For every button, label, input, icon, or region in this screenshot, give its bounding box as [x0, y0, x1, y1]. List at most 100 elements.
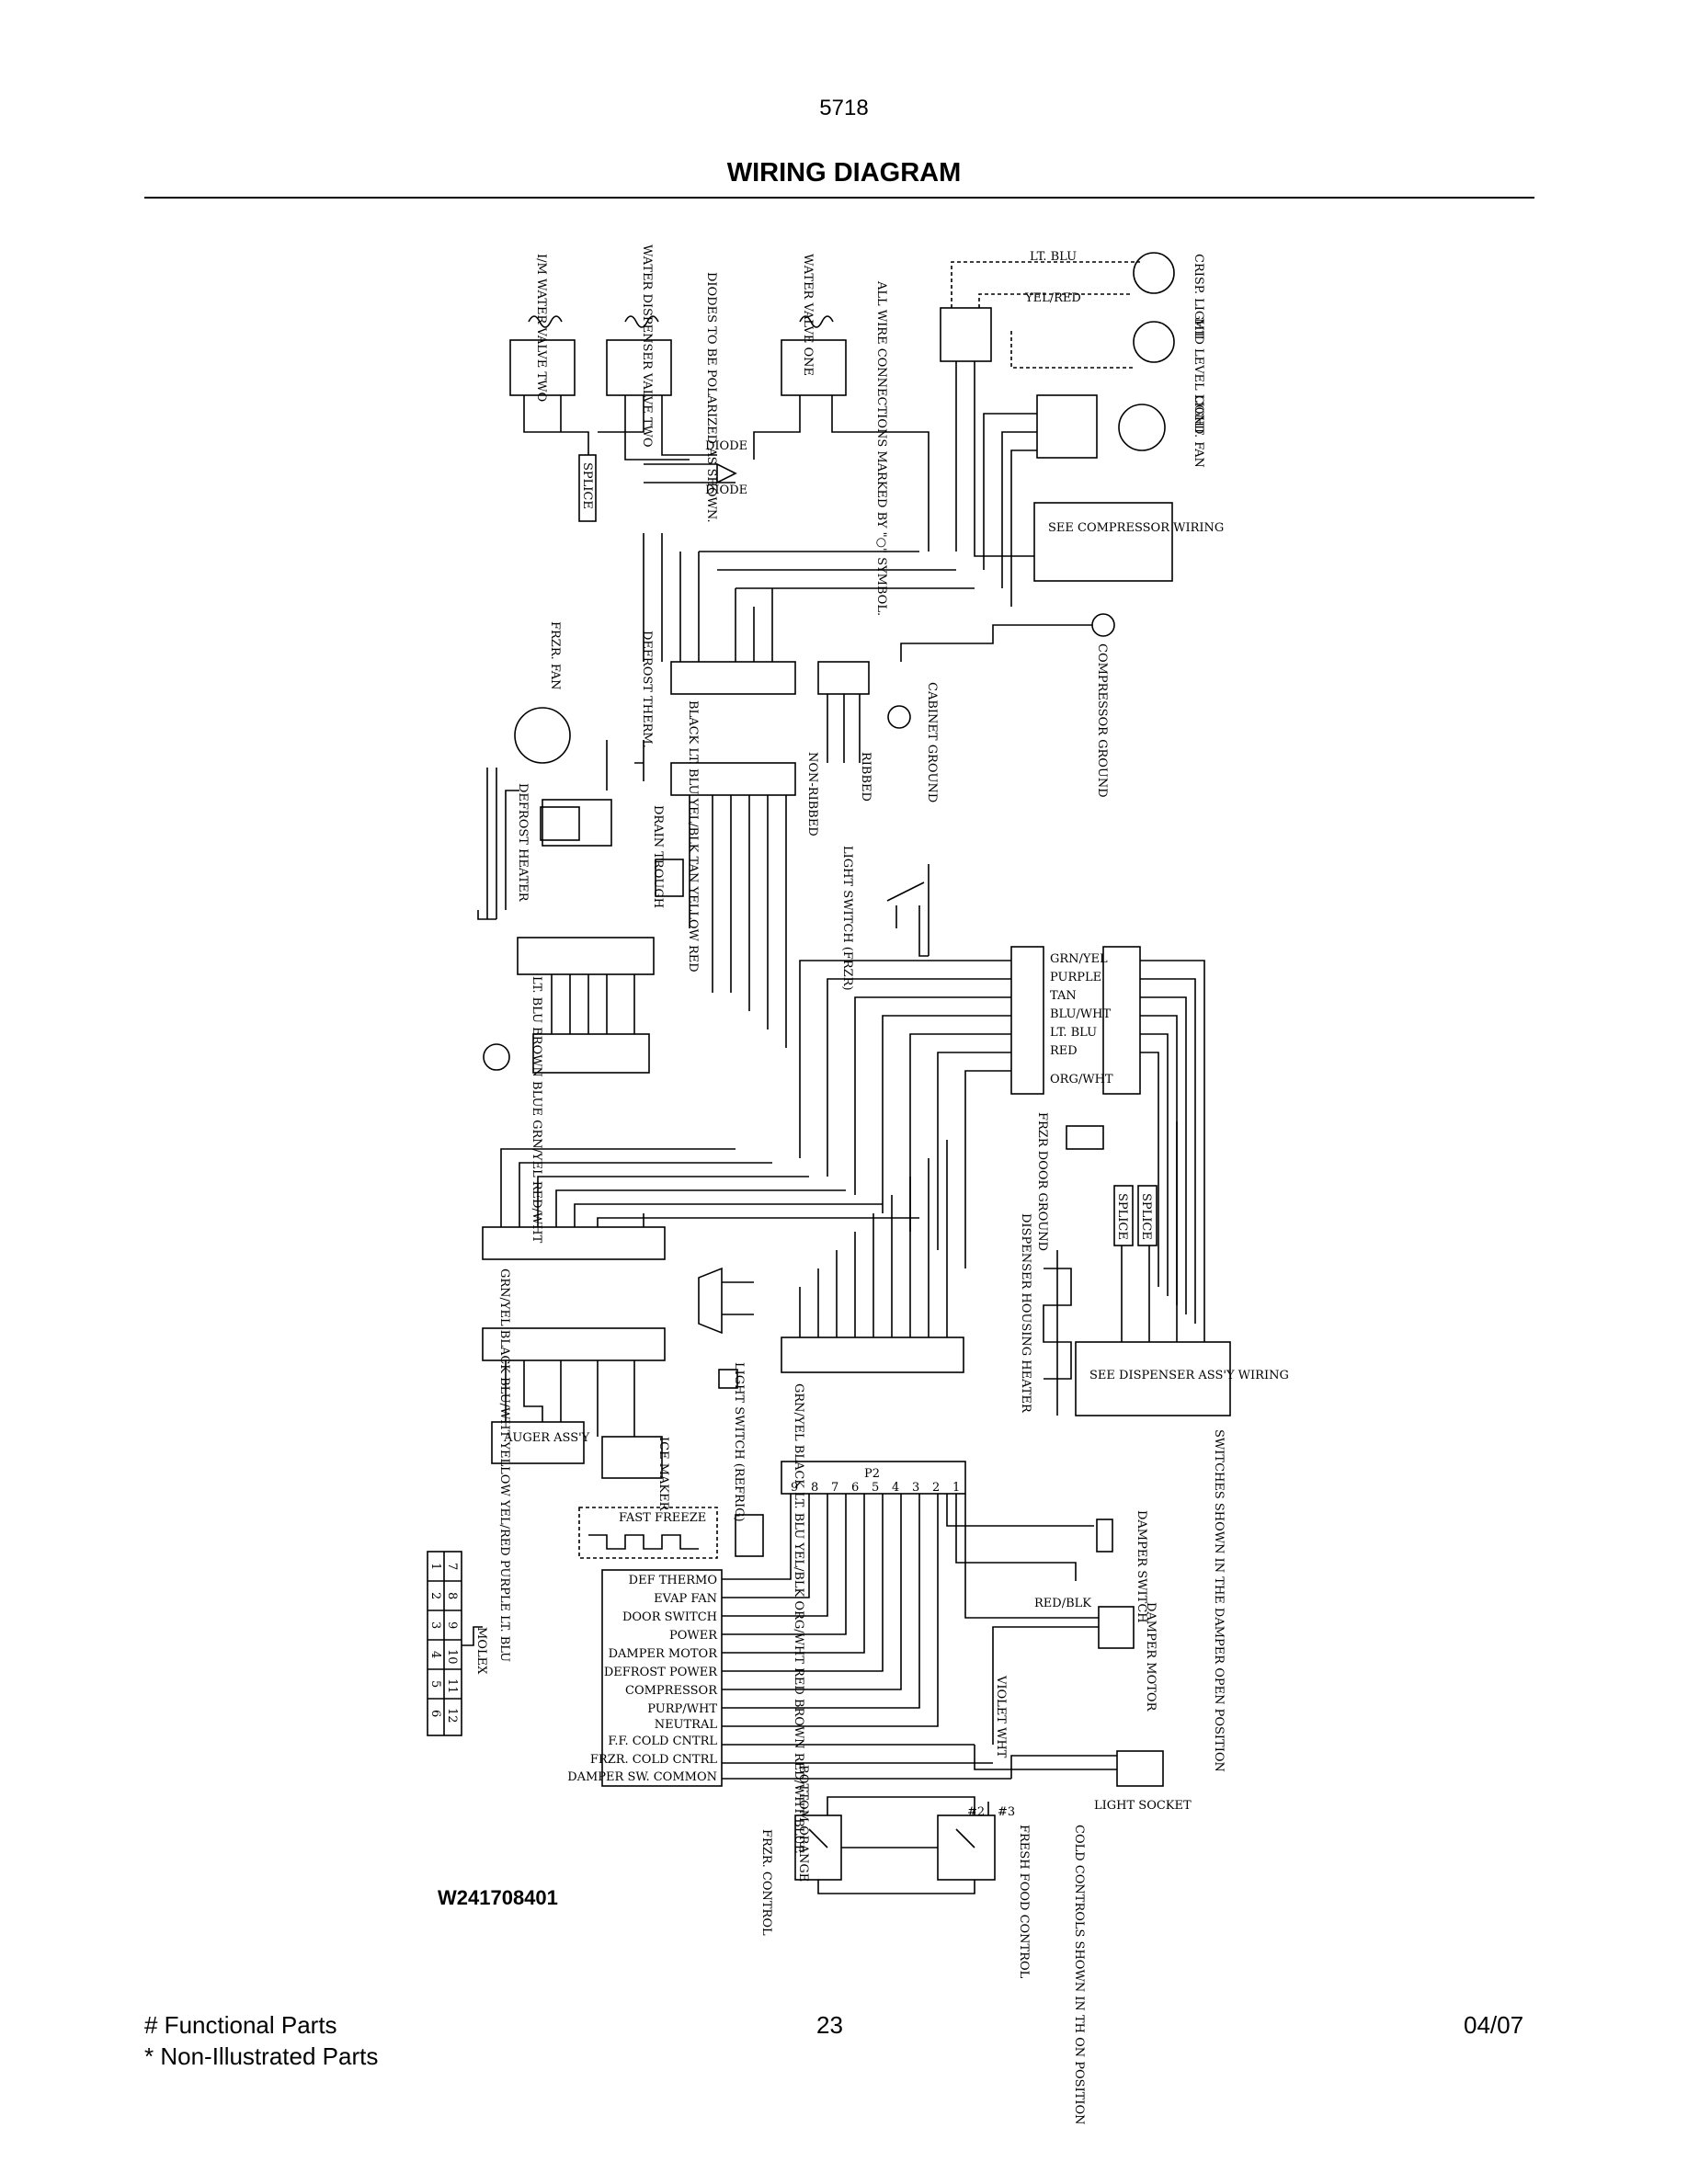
label-ice-maker: ICE MAKER — [656, 1437, 670, 1512]
label-light-socket: LIGHT SOCKET — [1094, 1799, 1192, 1813]
auger-assy-box — [491, 1421, 585, 1464]
label-ctl-damper-motor: DAMPER MOTOR — [609, 1647, 719, 1661]
crisper-light-bulb — [1133, 252, 1175, 294]
label-ctl-frzr-cold: FRZR. COLD CNTRL — [590, 1753, 717, 1767]
see-dispenser-box — [1075, 1341, 1231, 1416]
light-switch-frzr-contact — [886, 864, 930, 957]
p2-connector — [781, 1461, 966, 1495]
label-molex-1: 1 — [428, 1563, 442, 1570]
cabinet-ground-symbol — [887, 705, 911, 729]
freezer-fan-motor — [514, 707, 571, 764]
label-defrost-heater: DEFROST HEATER — [516, 783, 530, 903]
label-red-blk: RED/BLK — [1034, 1597, 1091, 1610]
connector-ribbed — [817, 661, 870, 695]
label-ctl-def-thermo: DEF THERMO — [629, 1574, 717, 1587]
label-frzr-door-ground: FRZR DOOR GROUND — [1035, 1112, 1049, 1251]
label-cond-fan: COND. FAN — [1192, 395, 1205, 468]
footer-non-illustrated-parts: * Non-Illustrated Parts — [144, 2042, 379, 2070]
label-molex-12: 12 — [445, 1708, 459, 1723]
label-p2-pin-4: 4 — [892, 1481, 899, 1495]
label-wires-e: GRN/YEL BLACK LT. BLU YEL/BLK ORG/WHT RE… — [792, 1383, 805, 1853]
connector-b2 — [532, 1033, 650, 1074]
label-damper-switch: DAMPER SWITCH — [1135, 1510, 1148, 1623]
drain-trough-heater — [655, 859, 684, 897]
label-ribbed: RIBBED — [859, 752, 873, 802]
label-wires-a: BLACK LT. BLU YEL/BLK TAN YELLOW RED — [686, 700, 700, 973]
label-lt-blu-top: LT. BLU — [1030, 250, 1077, 264]
label-ctl-damper-sw: DAMPER SW. COMMON — [567, 1770, 717, 1784]
label-molex-9: 9 — [445, 1621, 459, 1629]
light-switch-refrig-pad — [718, 1369, 738, 1389]
label-all-wire-note: ALL WIRE CONNECTIONS MARKED BY "○" SYMBO… — [874, 280, 888, 616]
label-wire-c-0: GRN/YEL — [1050, 952, 1108, 966]
label-splice-2: SPLICE — [1115, 1193, 1129, 1240]
label-p2-pin-3: 3 — [912, 1481, 919, 1495]
footer-page-number: 23 — [816, 2011, 843, 2039]
label-molex: MOLEX — [474, 1627, 488, 1675]
label-splice-3: SPLICE — [1139, 1193, 1153, 1240]
label-molex-8: 8 — [445, 1592, 459, 1599]
label-molex-3: 3 — [428, 1621, 442, 1629]
label-pin-3: #3 — [998, 1805, 1015, 1819]
label-p2-pin-1: 1 — [952, 1481, 960, 1495]
cond-fan-connector — [1036, 394, 1098, 459]
label-p2-pin-2: 2 — [932, 1481, 940, 1495]
label-diodes-note: DIODES TO BE POLARIZED AS SHOWN. — [704, 272, 718, 523]
label-p2-pin-7: 7 — [831, 1481, 838, 1495]
frzr-door-ground-clip — [1066, 1125, 1104, 1150]
label-ctl-compressor: COMPRESSOR — [625, 1684, 718, 1698]
label-ctl-evap-fan: EVAP FAN — [654, 1592, 717, 1606]
label-wires-b: LT. BLU BROWN BLUE GRN/YEL RED/WHT — [530, 976, 543, 1244]
label-ctl-door-switch: DOOR SWITCH — [622, 1610, 717, 1624]
label-light-switch-refrig: LIGHT SWITCH (REFRIG) — [732, 1362, 746, 1522]
label-cabinet-ground: CABINET GROUND — [925, 682, 939, 802]
dispenser-housing-heater-element — [1043, 1250, 1072, 1416]
page-title: WIRING DIAGRAM — [726, 158, 962, 188]
connector-a — [670, 661, 796, 695]
label-wire-c-3: BLU/WHT — [1050, 1007, 1112, 1021]
label-molex-2: 2 — [428, 1592, 442, 1599]
label-wire-c-2: TAN — [1050, 989, 1077, 1003]
control-board — [601, 1569, 723, 1787]
label-water-valve-one: WATER VALVE ONE — [801, 254, 815, 376]
fast-freeze-switch — [735, 1514, 764, 1557]
label-p2-pin-6: 6 — [851, 1481, 859, 1495]
label-ctl-purp-wht: PURP/WHT — [647, 1702, 717, 1716]
splice-block-3 — [1137, 1185, 1158, 1246]
label-molex-6: 6 — [428, 1710, 442, 1717]
label-yel-red-top: YEL/RED — [1024, 291, 1081, 305]
splice-block-1 — [578, 454, 597, 522]
label-p2: P2 — [864, 1467, 880, 1481]
connector-e — [781, 1337, 964, 1373]
label-p2-pin-5: 5 — [872, 1481, 879, 1495]
water-valve-one-body — [781, 339, 847, 396]
label-molex-4: 4 — [428, 1651, 442, 1658]
ice-maker-box — [601, 1436, 663, 1479]
label-frzr-control: FRZR. CONTROL — [759, 1829, 773, 1936]
connector-b — [517, 937, 655, 975]
see-compressor-box — [1033, 502, 1173, 582]
label-fast-freeze: FAST FREEZE — [619, 1511, 706, 1525]
light-switch-refrig-contact — [698, 1267, 754, 1335]
label-molex-10: 10 — [445, 1649, 459, 1665]
label-see-compressor: SEE COMPRESSOR WIRING — [1048, 521, 1224, 535]
label-ctl-power: POWER — [669, 1629, 718, 1643]
fresh-food-control-body — [937, 1814, 996, 1881]
label-dispenser-housing-heater: DISPENSER HOUSING HEATER — [1019, 1213, 1032, 1414]
label-compressor-ground: COMPRESSOR GROUND — [1095, 643, 1109, 798]
label-violet-wht: VIOLET WHT — [994, 1675, 1008, 1758]
label-wires-d: GRN/YEL BLACK BLU/WHT YELLOW YEL/RED PUR… — [497, 1268, 511, 1662]
label-wire-c-4: LT. BLU — [1050, 1026, 1097, 1040]
label-diode-1: DIODE — [705, 439, 747, 453]
connector-d — [482, 1226, 666, 1260]
label-non-ribbed: NON-RIBBED — [805, 752, 819, 836]
label-mid-level-light: MID LEVEL LIGHT — [1192, 318, 1205, 435]
document-number: W241708401 — [438, 1886, 558, 1909]
fast-freeze-box — [578, 1507, 718, 1559]
label-molex-11: 11 — [445, 1678, 459, 1694]
light-junction — [940, 307, 992, 362]
label-im-water-valve: I/M WATER VALVE TWO — [534, 254, 548, 402]
coil-1 — [528, 315, 563, 328]
footer-functional-parts: # Functional Parts — [144, 2011, 337, 2039]
